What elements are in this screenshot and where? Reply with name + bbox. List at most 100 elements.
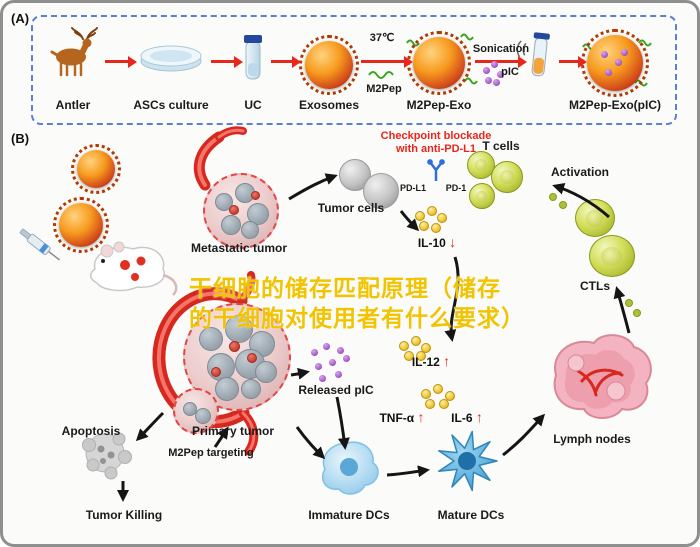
pic-dot bbox=[329, 359, 336, 366]
ctl-cell bbox=[575, 199, 615, 237]
exosome-icon bbox=[299, 35, 359, 95]
flow-arrow bbox=[211, 55, 243, 68]
tumor-cell-blob bbox=[255, 361, 277, 383]
up-arrow-icon: ↑ bbox=[443, 353, 451, 369]
panel-b-letter: (B) bbox=[11, 131, 30, 146]
metastatic-tumor-label: Metastatic tumor bbox=[190, 241, 288, 255]
nanoparticle-icon bbox=[71, 144, 121, 194]
t-cell bbox=[467, 151, 495, 179]
flow-arrow bbox=[271, 55, 301, 68]
cytokine-dot bbox=[431, 223, 441, 233]
flow-arrow bbox=[559, 55, 587, 68]
pic-dot bbox=[605, 69, 612, 76]
step-label-ascs: ASCs culture bbox=[133, 98, 209, 112]
cytokine-tnfa: TNF-α ↑ bbox=[379, 409, 424, 425]
cytokine-dot bbox=[425, 399, 435, 409]
cytokine-dot bbox=[421, 389, 431, 399]
pic-dot bbox=[497, 71, 504, 78]
cytokine-dot bbox=[421, 343, 431, 353]
cytokine-dot bbox=[416, 351, 426, 361]
pic-label: pIC bbox=[501, 66, 519, 78]
pic-dot bbox=[483, 67, 490, 74]
cytokine-dot bbox=[445, 391, 455, 401]
cytokine-dot bbox=[433, 384, 443, 394]
ctl-cell bbox=[589, 235, 635, 277]
cytokine-dot bbox=[437, 213, 447, 223]
lymph-node-icon bbox=[553, 334, 652, 419]
step-label-uc: UC bbox=[244, 98, 262, 112]
pdl1-label: PD-L1 bbox=[399, 183, 427, 193]
step-label-exosomes: Exosomes bbox=[298, 98, 360, 112]
m2pep-label: M2Pep bbox=[366, 83, 402, 95]
pic-dot bbox=[601, 51, 608, 58]
cytokine-il6: IL-6 ↑ bbox=[451, 409, 483, 425]
apoptosis-label: Apoptosis bbox=[61, 424, 121, 438]
watermark-line1: 干细胞的储存匹配原理（储存 bbox=[189, 275, 501, 301]
cytokine-dot bbox=[404, 351, 414, 361]
up-arrow-icon: ↑ bbox=[475, 409, 483, 425]
tumor-cell-blob bbox=[215, 193, 233, 211]
tumor-cell-blob bbox=[251, 191, 260, 200]
cytokine-dot bbox=[415, 211, 425, 221]
tumor-cell-blob bbox=[215, 377, 239, 401]
lymph-nodes-label: Lymph nodes bbox=[553, 432, 631, 446]
tumor-cell bbox=[363, 173, 399, 209]
pic-dot bbox=[491, 61, 498, 68]
pic-dot bbox=[337, 347, 344, 354]
t-cell bbox=[469, 183, 495, 209]
cytokine-dot bbox=[399, 341, 409, 351]
tumor-cell-blob bbox=[211, 367, 221, 377]
tumor-killing-label: Tumor Killing bbox=[85, 508, 163, 522]
checkpoint-label-line1: Checkpoint blockade bbox=[380, 130, 492, 142]
cytokine-name: IL-6 bbox=[451, 411, 473, 425]
tumor-cell-blob bbox=[241, 379, 261, 399]
ctls-label: CTLs bbox=[580, 279, 610, 293]
pic-dot bbox=[615, 59, 622, 66]
mature-dc-icon bbox=[438, 430, 498, 492]
anti-pdl1-antibody-icon bbox=[427, 159, 445, 181]
t-cell bbox=[491, 161, 523, 193]
panel-a-box bbox=[31, 15, 677, 125]
checkpoint-label-line2: with anti-PD-L1 bbox=[395, 143, 477, 155]
cytokine-dot bbox=[411, 336, 421, 346]
pd1-label: PD-1 bbox=[445, 183, 467, 193]
primary-tumor-label: Primary tumor bbox=[191, 424, 275, 438]
pic-dot bbox=[343, 355, 350, 362]
tumor-cell-blob bbox=[241, 221, 259, 239]
down-arrow-icon: ↓ bbox=[449, 234, 457, 250]
cytokine-il10: IL-10 ↓ bbox=[418, 234, 456, 250]
mature-dcs-label: Mature DCs bbox=[437, 508, 505, 522]
signal-dot bbox=[625, 299, 633, 307]
m2pep-exo-pic-icon bbox=[581, 29, 649, 97]
cytokine-name: IL-10 bbox=[417, 236, 446, 250]
signal-dot bbox=[549, 193, 557, 201]
tumor-cell-blob bbox=[229, 205, 239, 215]
released-pic-label: Released pIC bbox=[298, 383, 374, 397]
m2pep-targeting-label: M2Pep targeting bbox=[168, 447, 254, 459]
cytokine-dot bbox=[427, 206, 437, 216]
pic-dot bbox=[493, 79, 500, 86]
cytokine-dot bbox=[439, 399, 449, 409]
cytokine-name: TNF-α bbox=[379, 411, 415, 425]
t-cells-label: T cells bbox=[482, 139, 520, 153]
tumor-cell-blob bbox=[195, 408, 211, 424]
tumor-cell-blob bbox=[221, 215, 241, 235]
signal-dot bbox=[559, 201, 567, 209]
immature-dcs-label: Immature DCs bbox=[308, 508, 390, 522]
activation-label: Activation bbox=[550, 165, 610, 179]
up-arrow-icon: ↑ bbox=[417, 409, 425, 425]
pic-dot bbox=[323, 343, 330, 350]
step-label-m2pep-exo-pic: M2Pep-Exo(pIC) bbox=[568, 98, 662, 112]
watermark-line2: 的干细胞对使用者有什么要求） bbox=[189, 305, 525, 331]
temperature-label: 37℃ bbox=[369, 32, 395, 44]
mouse-icon bbox=[90, 241, 178, 296]
metastatic-tumor bbox=[203, 173, 279, 249]
cytokine-il12: IL-12 ↑ bbox=[412, 353, 450, 369]
tumor-cell-blob bbox=[247, 353, 257, 363]
flow-arrow bbox=[361, 55, 413, 68]
pic-dot bbox=[485, 77, 492, 84]
cytokine-name: IL-12 bbox=[411, 355, 440, 369]
apoptotic-cell-icon bbox=[82, 432, 132, 480]
nanoparticle-icon bbox=[53, 197, 109, 253]
cytokine-dot bbox=[419, 221, 429, 231]
